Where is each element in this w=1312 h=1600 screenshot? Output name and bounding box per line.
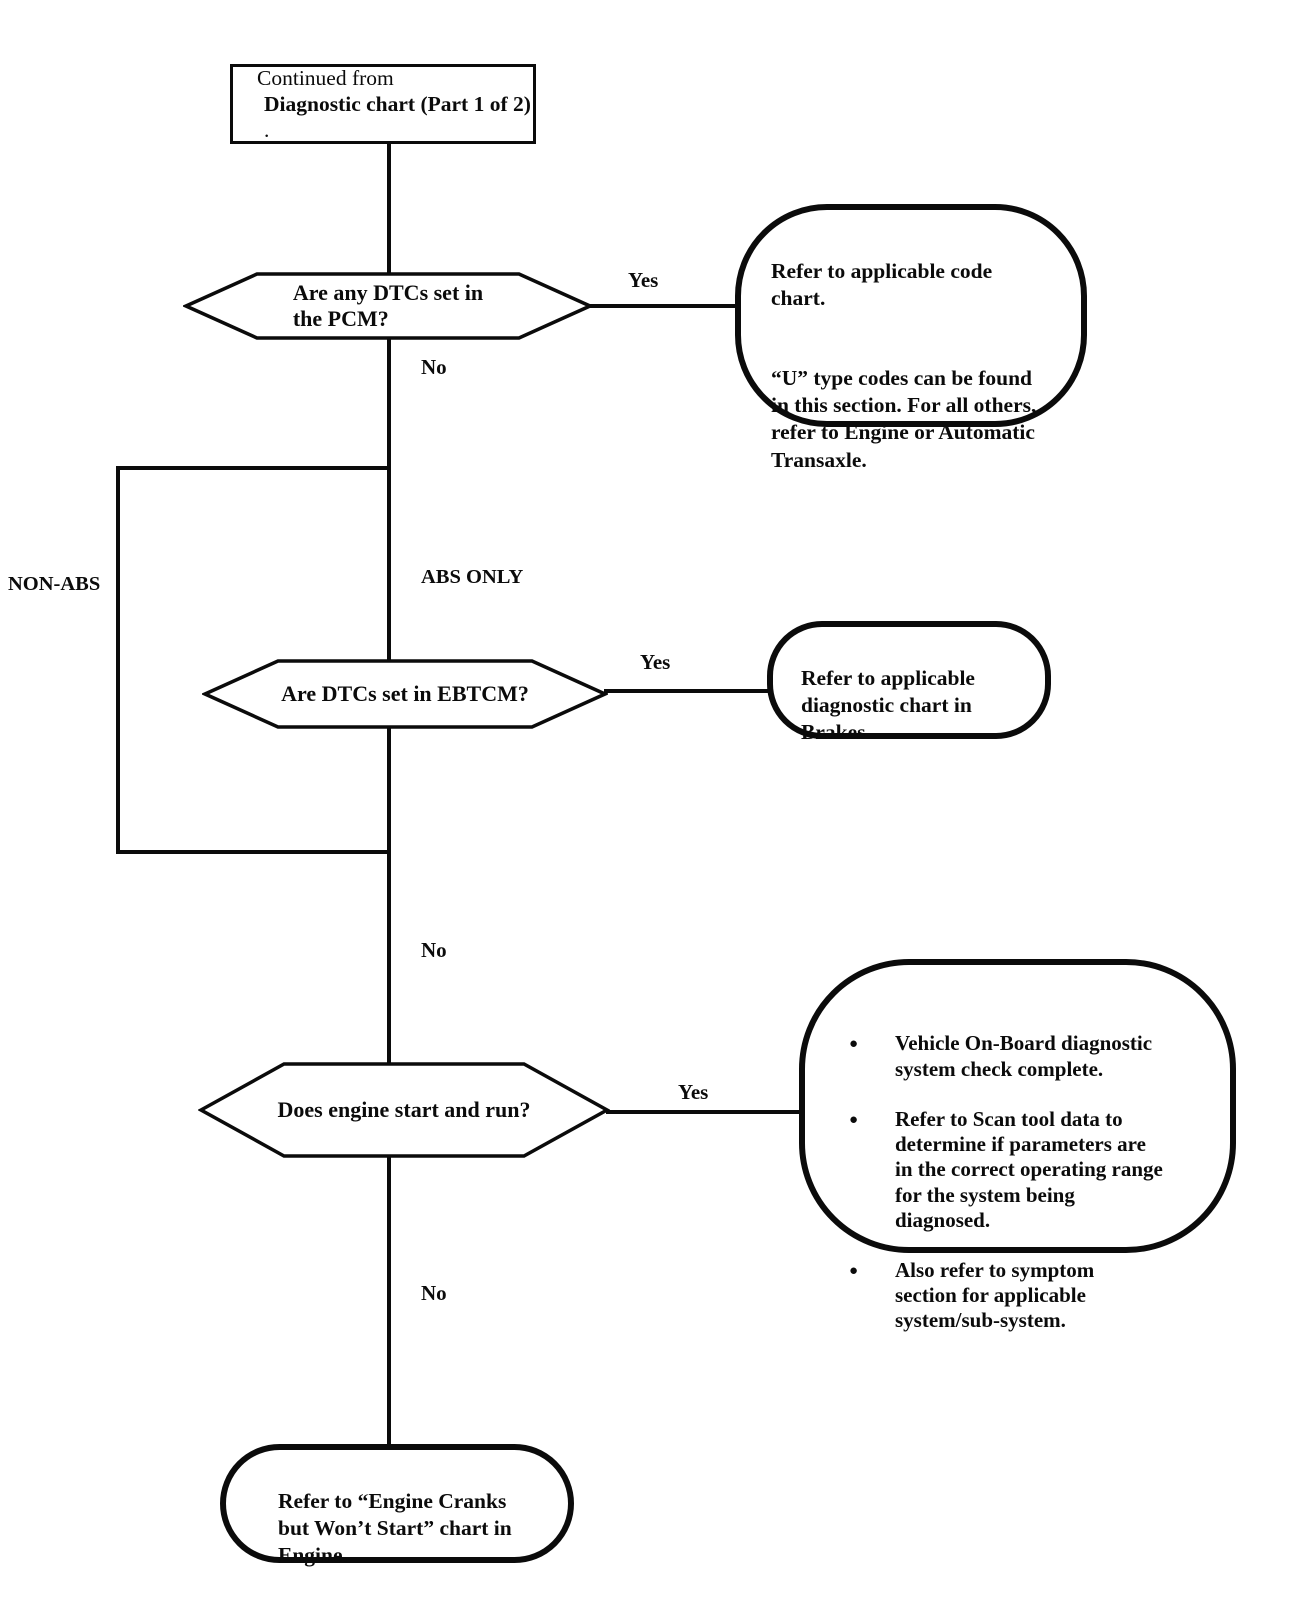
decision-engine-start-label: Does engine start and run? [277, 1097, 531, 1123]
terminal-diagnostic-complete: ● Vehicle On-Board diagnostic system che… [799, 959, 1236, 1332]
decision-engine-start: Does engine start and run? [198, 1062, 610, 1158]
decision-dtcs-in-pcm-label: Are any DTCs set in the PCM? [292, 280, 484, 331]
bullet-icon: ● [849, 1263, 859, 1280]
bullet-text: Refer to Scan tool data to determine if … [895, 1106, 1163, 1232]
decision-dtcs-in-ebtcm-label: Are DTCs set in EBTCM? [281, 681, 529, 707]
bullet-text: Also refer to symptom section for applic… [895, 1258, 1095, 1333]
start-box-line2-bold: Diagnostic chart (Part 1 of 2) [264, 91, 531, 116]
edge-label-non-abs: NON-ABS [8, 573, 101, 595]
hexagon-shape [202, 659, 608, 729]
start-box-continued-from: Continued from Diagnostic chart (Part 1 … [230, 64, 536, 144]
terminal-code-chart-para2: “U” type codes can be found in this sect… [771, 366, 1037, 472]
hexagon-shape [198, 1062, 610, 1158]
bullet-icon: ● [849, 1036, 859, 1053]
terminal-diagnostic-complete-list: ● Vehicle On-Board diagnostic system che… [849, 1006, 1206, 1359]
terminal-engine-cranks: Refer to “Engine Cranks but Won’t Start”… [220, 1444, 574, 1567]
edge-label-yes-pcm: Yes [628, 268, 659, 292]
terminal-brakes-chart-text: Refer to applicable diagnostic chart in … [801, 666, 975, 745]
edge-label-abs-only: ABS ONLY [421, 566, 524, 588]
edge-label-yes-ebtcm: Yes [640, 650, 671, 674]
list-item: ● Vehicle On-Board diagnostic system che… [849, 1031, 1206, 1081]
list-item: ● Refer to Scan tool data to determine i… [849, 1107, 1206, 1233]
bullet-icon: ● [849, 1111, 859, 1128]
bullet-text: Vehicle On-Board diagnostic system check… [895, 1031, 1153, 1081]
edge-label-yes-engine: Yes [678, 1080, 709, 1104]
start-box-line2: Diagnostic chart (Part 1 of 2) . [264, 91, 533, 143]
start-box-line2-suffix: . [264, 118, 270, 143]
terminal-code-chart-para1: Refer to applicable code chart. [771, 259, 993, 311]
list-item: ● Also refer to symptom section for appl… [849, 1258, 1206, 1334]
start-box-line1: Continued from [257, 65, 394, 90]
edge-label-no-engine: No [421, 1281, 447, 1305]
decision-dtcs-in-ebtcm: Are DTCs set in EBTCM? [202, 659, 608, 729]
decision-dtcs-in-pcm: Are any DTCs set in the PCM? [183, 272, 593, 340]
edge-label-no-ebtcm: No [421, 938, 447, 962]
terminal-code-chart: Refer to applicable code chart. “U” type… [735, 204, 1087, 472]
edge-label-no-pcm: No [421, 355, 447, 379]
terminal-engine-cranks-text: Refer to “Engine Cranks but Won’t Start”… [278, 1489, 512, 1568]
hexagon-shape [183, 272, 593, 340]
terminal-brakes-chart: Refer to applicable diagnostic chart in … [767, 621, 1051, 744]
